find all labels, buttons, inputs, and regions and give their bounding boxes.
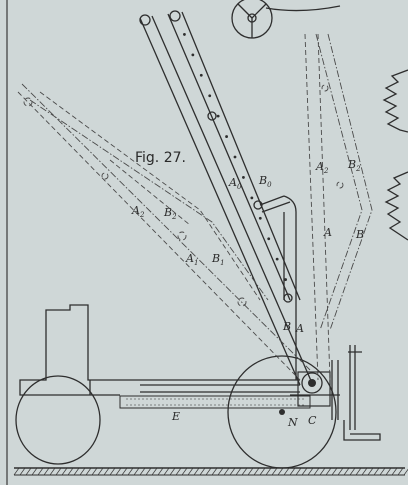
chassis — [19, 304, 311, 409]
top-wheel-fragment — [231, 0, 341, 39]
figure-title: Fig. 27. — [135, 150, 186, 166]
label-a2-right: A2 — [315, 160, 329, 175]
label-b1-left: B1 — [211, 252, 225, 267]
label-a-right: A — [323, 226, 332, 239]
wheels — [15, 355, 337, 469]
drive-mechanism — [290, 345, 381, 441]
label-a0-mid: A0 — [228, 176, 242, 191]
arm-position-right — [304, 33, 373, 381]
label-a-low: A — [295, 322, 304, 335]
rear-wheel — [227, 355, 337, 469]
label-b2-right: B2 — [347, 158, 361, 173]
label-b0-mid: B0 — [258, 174, 272, 189]
ground — [13, 467, 408, 476]
label-a1-left: A1 — [185, 252, 198, 267]
label-b-right: B — [355, 228, 364, 241]
label-c: C — [308, 414, 317, 427]
label-b2-left: B2 — [163, 206, 177, 221]
label-n: N — [287, 416, 298, 429]
right-gear-fragments — [382, 69, 408, 241]
arm-position-left — [17, 83, 311, 381]
label-e: E — [171, 410, 180, 423]
front-wheel — [15, 375, 101, 465]
label-b-low: B — [282, 320, 291, 333]
label-a2-left: A2 — [131, 204, 145, 219]
arm-position-0 — [139, 10, 313, 386]
